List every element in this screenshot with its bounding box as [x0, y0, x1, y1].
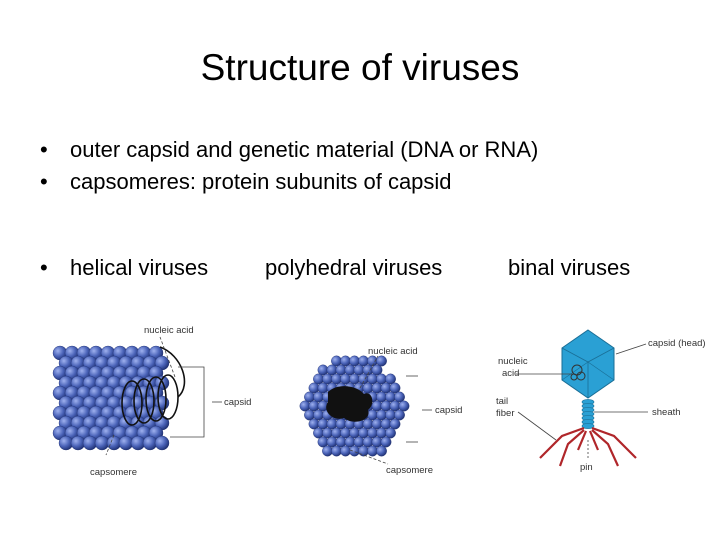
label-capsid-head: capsid (head): [648, 338, 706, 349]
capsomere-sphere: [394, 409, 405, 421]
helical-nucleic-acid-coil: [121, 346, 186, 426]
label-tail: tail: [496, 396, 508, 407]
bullet-item: capsomeres: protein subunits of capsid: [40, 166, 538, 198]
polyhedral-virus-figure: nucleic acid capsid capsomere: [280, 330, 475, 480]
label-capsomere: capsomere: [90, 467, 137, 478]
capsomere-sphere: [389, 382, 401, 394]
label-sheath: sheath: [652, 407, 681, 418]
sheath-ring: [581, 423, 595, 429]
helical-capsid: [52, 345, 170, 451]
type-binal: binal viruses: [508, 255, 631, 280]
label-capsomere: capsomere: [386, 465, 433, 476]
capsomere-sphere: [371, 364, 383, 376]
binal-nucleic-acid: [570, 364, 586, 381]
label-capsid: capsid: [224, 397, 251, 408]
type-helical: helical viruses: [70, 255, 209, 280]
bullet-list: outer capsid and genetic material (DNA o…: [40, 134, 538, 198]
capsomere-sphere: [154, 435, 170, 451]
capsomere-sphere: [376, 355, 387, 367]
capsomere-sphere: [389, 418, 401, 430]
label-acid: acid: [502, 368, 519, 379]
label-nucleic: nucleic: [498, 356, 528, 367]
capsomere-sphere: [394, 391, 405, 403]
capsomere-sphere: [380, 436, 392, 448]
label-capsid: capsid: [435, 405, 462, 416]
binal-head-capsid: [561, 329, 615, 399]
binal-tail-fibers: [539, 426, 637, 467]
capsomere-sphere: [398, 400, 410, 412]
label-nucleic-acid: nucleic acid: [144, 325, 194, 336]
capsomere-sphere: [376, 445, 387, 457]
capsomere-sphere: [385, 427, 396, 439]
binal-virus-figure: capsid (head) nucleic acid tail fiber sh…: [480, 318, 716, 478]
type-polyhedral: polyhedral viruses: [265, 255, 443, 280]
capsomere-sphere: [385, 373, 396, 385]
slide-title: Structure of viruses: [200, 47, 520, 88]
bullet-dot: •: [40, 255, 48, 280]
label-fiber: fiber: [496, 408, 514, 419]
polyhedral-nucleic-acid: [326, 386, 373, 422]
polyhedral-capsid: [299, 355, 410, 457]
label-nucleic-acid: nucleic acid: [368, 346, 418, 357]
label-pin: pin: [580, 462, 593, 473]
helical-virus-figure: nucleic acid capsid capsomere: [32, 315, 272, 485]
binal-tail-sheath: [581, 399, 595, 429]
bullet-item: outer capsid and genetic material (DNA o…: [40, 134, 538, 166]
